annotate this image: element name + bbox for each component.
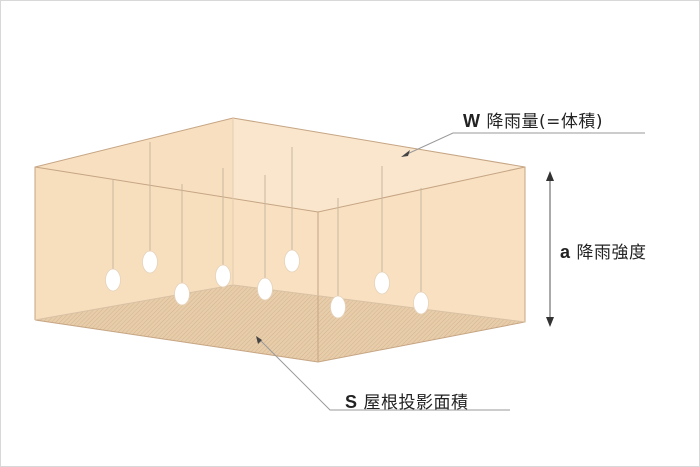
raindrop	[374, 271, 390, 295]
height-arrow-top	[546, 171, 554, 181]
leader-lines	[257, 132, 645, 411]
box-edges	[34, 117, 526, 363]
s-symbol: S	[345, 392, 358, 412]
raindrop	[284, 249, 300, 273]
w-symbol: W	[463, 111, 481, 131]
rain-volume-box	[34, 117, 526, 363]
raindrop	[215, 264, 231, 288]
s-leader	[257, 337, 510, 411]
raindrop	[105, 268, 121, 292]
w-leader-arrowhead	[401, 150, 410, 157]
raindrop	[257, 277, 273, 301]
a-symbol: a	[560, 242, 571, 262]
s-text: 屋根投影面積	[363, 393, 469, 413]
s-leader-arrowhead	[256, 336, 262, 344]
floor-projected-area	[35, 285, 525, 362]
a-text: 降雨強度	[576, 243, 647, 263]
height-dimension-arrow	[546, 171, 554, 327]
raindrop	[330, 295, 346, 319]
w-text: 降雨量(=体積)	[486, 112, 604, 132]
box-front-face-overlay	[35, 167, 318, 362]
height-arrow-bottom	[546, 317, 554, 327]
raindrop	[142, 250, 158, 274]
raindrops	[105, 142, 429, 319]
w-leader	[404, 132, 645, 156]
box-back-face	[233, 118, 525, 322]
raindrop	[413, 291, 429, 315]
raindrop	[174, 282, 190, 306]
